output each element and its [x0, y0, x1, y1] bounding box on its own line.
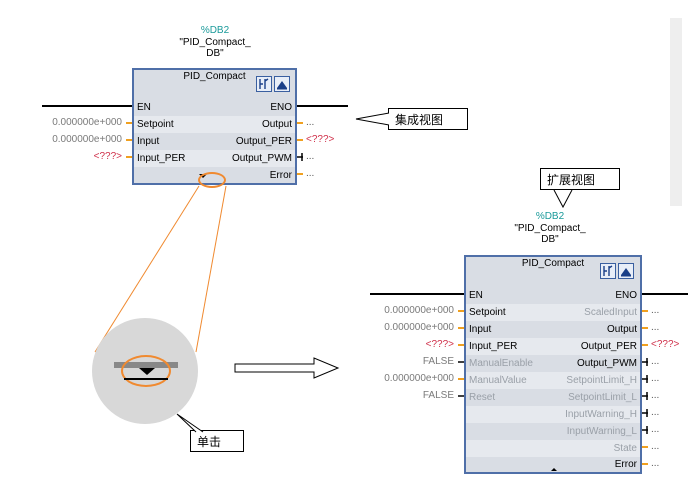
extended-output-pin[interactable]: InputWarning_H [565, 409, 637, 420]
compact-input-pin[interactable]: Input [137, 136, 160, 147]
extended-row-10: Error [466, 457, 640, 472]
extended-input-pin[interactable]: ManualEnable [469, 358, 533, 369]
extended-output-value[interactable]: ... [651, 390, 660, 401]
compact-output-pin[interactable]: ENO [270, 102, 292, 113]
compact-output-value[interactable]: <???> [306, 134, 335, 145]
single-click-pointer [176, 413, 204, 433]
extended-output-value[interactable]: ... [651, 441, 660, 452]
extended-block-title: PID_Compact [521, 258, 585, 269]
compact-input-value[interactable]: 0.000000e+000 [52, 134, 122, 145]
extended-output-pin[interactable]: Output_PWM [576, 358, 637, 369]
extended-row-5: ManualValue SetpointLimit_H [466, 372, 640, 389]
extended-input-pin[interactable]: ManualValue [469, 375, 527, 386]
integrated-view-callout: 集成视图 [388, 108, 468, 130]
compact-db-name-line2: DB" [206, 48, 224, 59]
extended-db-id: %DB2 [535, 211, 565, 222]
extended-input-value[interactable]: 0.000000e+000 [384, 305, 454, 316]
extended-output-pin[interactable]: Error [614, 459, 637, 470]
transition-arrow-icon [234, 357, 340, 379]
zoom-arrow-icon [139, 368, 155, 375]
extended-input-value[interactable]: FALSE [422, 356, 454, 367]
extended-output-value[interactable]: ... [651, 458, 660, 469]
compact-input-value[interactable]: 0.000000e+000 [52, 117, 122, 128]
extended-row-0: EN ENO [466, 287, 640, 304]
extended-input-pin[interactable]: EN [469, 290, 483, 301]
compact-output-pin[interactable]: Error [269, 170, 292, 181]
extended-output-value[interactable]: ... [651, 373, 660, 384]
compact-row-1: Setpoint Output [134, 116, 295, 133]
expand-arrow-highlight [198, 172, 226, 188]
extended-row-4: ManualEnable Output_PWM [466, 355, 640, 372]
compact-row-3: Input_PER Output_PWM [134, 150, 295, 167]
pid-compact-block-extended[interactable]: PID_Compact EN ENO Setpoint ScaledInput … [464, 255, 642, 474]
zoom-arrow-highlight [121, 355, 171, 387]
extended-input-value[interactable]: <???> [425, 339, 454, 350]
extended-row-8: InputWarning_L [466, 423, 640, 440]
extended-input-value[interactable]: FALSE [422, 390, 454, 401]
compact-input-pin[interactable]: EN [137, 102, 151, 113]
extended-input-pin[interactable]: Setpoint [469, 307, 506, 318]
extended-output-value[interactable]: ... [651, 322, 660, 333]
extended-row-6: Reset SetpointLimit_L [466, 389, 640, 406]
compact-output-value[interactable]: ... [306, 117, 315, 128]
extended-input-pin[interactable]: Input [469, 324, 492, 335]
extended-input-value[interactable]: 0.000000e+000 [384, 373, 454, 384]
pid-compact-block-integrated[interactable]: PID_Compact EN ENO Setpoint Output Input… [132, 68, 297, 185]
compact-commissioning-icon[interactable] [274, 76, 290, 92]
single-click-callout: 单击 [190, 430, 244, 452]
extended-row-2: Input Output [466, 321, 640, 338]
compact-db-name-line1: "PID_Compact_ [179, 37, 251, 48]
extended-output-value[interactable]: ... [651, 407, 660, 418]
extended-input-value[interactable]: 0.000000e+000 [384, 322, 454, 333]
compact-output-value[interactable]: ... [306, 168, 315, 179]
extended-db-name-line1: "PID_Compact_ [514, 223, 586, 234]
extended-input-pin[interactable]: Reset [469, 392, 496, 403]
extended-settings-icon[interactable] [600, 263, 616, 279]
compact-block-title: PID_Compact [183, 71, 246, 82]
compact-db-id: %DB2 [200, 25, 230, 36]
extended-collapse-arrow-icon[interactable] [551, 468, 557, 471]
compact-output-value[interactable]: ... [306, 151, 315, 162]
compact-settings-icon[interactable] [256, 76, 272, 92]
compact-row-4: Error [134, 167, 295, 184]
extended-view-pointer [553, 189, 573, 209]
extended-output-pin[interactable]: SetpointLimit_H [566, 375, 637, 386]
extended-output-value[interactable]: ... [651, 424, 660, 435]
compact-row-2: Input Output_PER [134, 133, 295, 150]
extended-output-pin[interactable]: InputWarning_L [566, 426, 637, 437]
extended-output-value[interactable]: ... [651, 356, 660, 367]
extended-output-pin[interactable]: ScaledInput [584, 307, 637, 318]
zoom-underline [124, 378, 168, 380]
extended-output-pin[interactable]: Output [606, 324, 637, 335]
extended-input-pin[interactable]: Input_PER [469, 341, 518, 352]
compact-input-pin[interactable]: Setpoint [137, 119, 174, 130]
extended-output-pin[interactable]: SetpointLimit_L [568, 392, 637, 403]
compact-row-0: EN ENO [134, 99, 295, 116]
extended-commissioning-icon[interactable] [618, 263, 634, 279]
compact-input-pin[interactable]: Input_PER [137, 153, 186, 164]
extended-output-value[interactable]: ... [651, 305, 660, 316]
extended-output-pin[interactable]: State [613, 443, 637, 454]
compact-output-pin[interactable]: Output_PER [235, 136, 292, 147]
extended-output-value[interactable]: <???> [651, 339, 680, 350]
compact-output-pin[interactable]: Output [261, 119, 292, 130]
compact-output-pin[interactable]: Output_PWM [231, 153, 292, 164]
extended-output-pin[interactable]: Output_PER [580, 341, 637, 352]
extended-db-name-line2: DB" [541, 234, 559, 245]
extended-view-callout: 扩展视图 [540, 168, 620, 190]
extended-row-3: Input_PER Output_PER [466, 338, 640, 355]
extended-row-1: Setpoint ScaledInput [466, 304, 640, 321]
extended-output-pin[interactable]: ENO [615, 290, 637, 301]
compact-input-value[interactable]: <???> [93, 151, 122, 162]
extended-row-7: InputWarning_H [466, 406, 640, 423]
extended-row-9: State [466, 440, 640, 457]
integrated-view-pointer [355, 112, 390, 126]
